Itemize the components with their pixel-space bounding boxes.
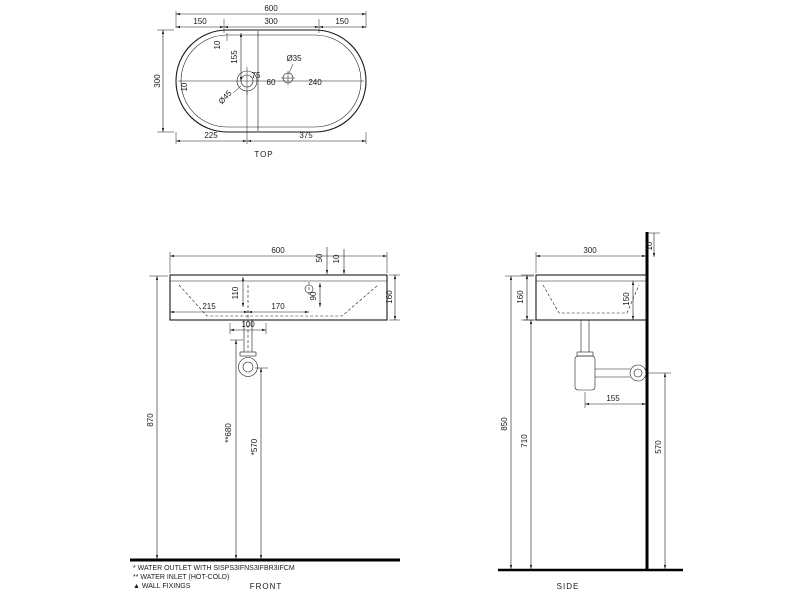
- trap-side: [574, 320, 647, 391]
- trap-front: [238, 320, 258, 377]
- dim-top-side-offset: 10: [180, 82, 189, 91]
- note-water-inlet: ** WATER INLET (HOT-COLD): [133, 574, 229, 581]
- dim-top-tap-dia: Ø35: [286, 54, 302, 63]
- top-view-label: TOP: [254, 150, 273, 159]
- dim-front-outlet-height: *570: [250, 438, 259, 455]
- wall-flange: [629, 364, 647, 382]
- front-view-dimensions: 600 50 10 110 160 215 170 90 100 870: [146, 246, 400, 559]
- dim-top-width-total: 600: [264, 4, 278, 13]
- side-view-dimensions: 300 10 160 150 155 850 710 570: [500, 232, 671, 569]
- dim-front-215: 215: [202, 302, 216, 311]
- dim-top-225: 225: [204, 131, 218, 140]
- dim-top-drain-dia: Ø45: [217, 88, 234, 106]
- dim-top-depth-total: 300: [153, 74, 162, 88]
- dim-side-10: 10: [645, 241, 654, 250]
- dim-top-width-center: 300: [264, 17, 278, 26]
- front-view-outline: [169, 274, 388, 351]
- dim-front-bowl-depth: 110: [231, 286, 240, 299]
- note-water-outlet: * WATER OUTLET WITH SISPS3IFNS3IFBR3IFCM: [133, 565, 295, 572]
- dim-top-edge-offset: 10: [213, 40, 222, 49]
- dim-side-height: 160: [516, 290, 525, 304]
- dim-top-width-left: 150: [193, 17, 207, 26]
- dim-front-170: 170: [271, 302, 285, 311]
- dim-side-trap-to-wall: 155: [606, 394, 620, 403]
- dim-front-10: 10: [332, 254, 341, 263]
- dim-top-drain-from-back: 155: [230, 50, 239, 64]
- note-wall-fixings: ▲ WALL FIXINGS: [133, 583, 191, 590]
- dim-side-depth-total: 300: [583, 246, 597, 255]
- top-view: 600 150 300 150 10 155 300 10 Ø45 75 60 …: [153, 4, 367, 159]
- side-view: 300 10 160 150 155 850 710 570 SIDE: [498, 232, 683, 591]
- dim-front-90: 90: [309, 291, 318, 300]
- dim-top-width-right: 150: [335, 17, 349, 26]
- dim-side-floor-to-bottom: 710: [520, 434, 529, 448]
- side-view-label: SIDE: [557, 582, 580, 591]
- dim-top-60: 60: [267, 78, 276, 87]
- dim-front-inlet-height: **680: [224, 423, 233, 443]
- dim-top-240: 240: [308, 78, 322, 87]
- dim-top-375: 375: [299, 131, 313, 140]
- dim-side-back-height: 850: [500, 417, 509, 431]
- front-view-label: FRONT: [250, 582, 283, 591]
- front-view: 600 50 10 110 160 215 170 90 100 870: [130, 246, 400, 591]
- notes: * WATER OUTLET WITH SISPS3IFNS3IFBR3IFCM…: [133, 565, 295, 590]
- dim-front-100: 100: [241, 320, 255, 329]
- dim-front-width-total: 600: [271, 246, 285, 255]
- dim-top-75: 75: [252, 71, 261, 80]
- tap-hole-top: [281, 63, 295, 85]
- dim-side-outlet-height: 570: [654, 440, 663, 454]
- dim-side-front-height: 150: [622, 292, 631, 306]
- top-view-outline: [175, 29, 367, 133]
- dim-front-floor-to-rim: 870: [146, 413, 155, 427]
- dim-front-height: 160: [385, 290, 394, 304]
- dim-front-50: 50: [315, 253, 324, 262]
